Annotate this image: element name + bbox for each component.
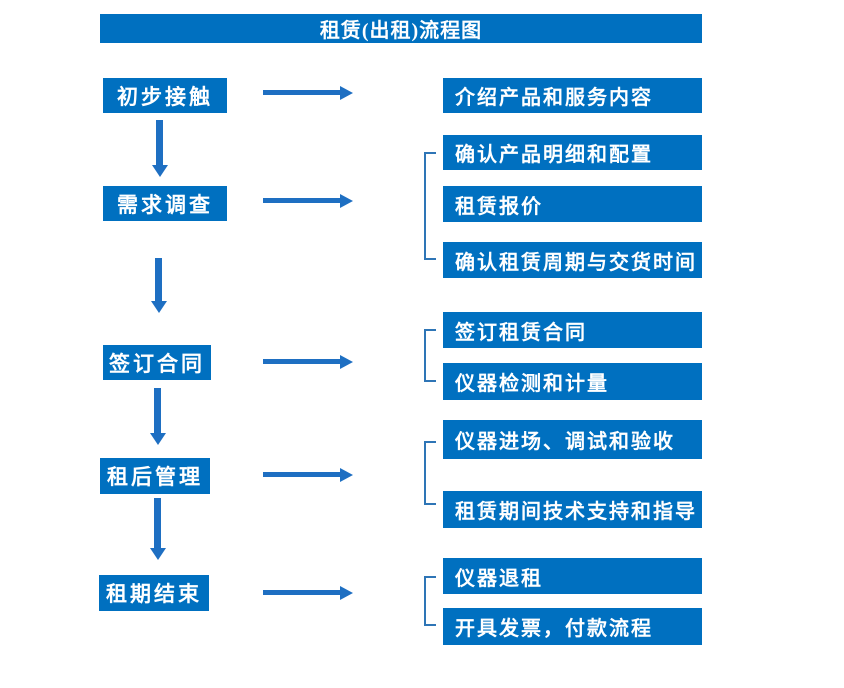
stage-label: 需求调查 bbox=[117, 192, 213, 217]
detail-box-confirm-product-details: 确认产品明细和配置 bbox=[443, 135, 702, 170]
stage-box-contract-signing: 签订合同 bbox=[103, 345, 211, 380]
arrow-stem bbox=[263, 198, 340, 203]
detail-label: 确认租赁周期与交货时间 bbox=[455, 251, 697, 274]
arrow-stem bbox=[263, 359, 340, 364]
detail-box-sign-rental-contract: 签订租赁合同 bbox=[443, 312, 702, 348]
arrow-head bbox=[340, 355, 353, 369]
arrow-head bbox=[150, 433, 166, 445]
arrow-stem bbox=[154, 388, 161, 433]
right-arrow-4 bbox=[263, 468, 353, 482]
group-bracket-post-rental bbox=[424, 441, 436, 505]
stage-label: 租后管理 bbox=[107, 465, 203, 489]
right-arrow-2 bbox=[263, 194, 353, 208]
detail-label: 租赁报价 bbox=[455, 195, 543, 218]
right-arrow-3 bbox=[263, 355, 353, 369]
detail-label: 仪器检测和计量 bbox=[455, 373, 609, 395]
stage-box-lease-end: 租期结束 bbox=[99, 575, 209, 611]
arrow-head bbox=[340, 586, 353, 600]
arrow-stem bbox=[263, 90, 340, 95]
detail-box-instrument-return: 仪器退租 bbox=[443, 558, 702, 594]
detail-box-instrument-arrival-acceptance: 仪器进场、调试和验收 bbox=[443, 420, 702, 459]
stage-box-demand-survey: 需求调查 bbox=[103, 186, 227, 221]
detail-box-intro-products-services: 介绍产品和服务内容 bbox=[443, 78, 702, 113]
stage-label: 租期结束 bbox=[106, 582, 202, 606]
group-bracket-contract-signing bbox=[424, 329, 436, 382]
detail-label: 介绍产品和服务内容 bbox=[455, 87, 653, 109]
detail-label: 仪器进场、调试和验收 bbox=[455, 431, 675, 453]
arrow-stem bbox=[156, 120, 163, 165]
arrow-stem bbox=[155, 258, 162, 301]
group-bracket-demand-survey bbox=[424, 152, 436, 260]
detail-box-invoice-payment: 开具发票，付款流程 bbox=[443, 608, 702, 645]
chart-title-banner: 租赁(出租)流程图 bbox=[100, 14, 702, 43]
detail-label: 确认产品明细和配置 bbox=[455, 144, 653, 166]
stage-box-initial-contact: 初步接触 bbox=[103, 78, 227, 113]
detail-box-rental-quote: 租赁报价 bbox=[443, 186, 702, 222]
arrow-head bbox=[152, 165, 168, 177]
arrow-stem bbox=[263, 590, 340, 595]
detail-box-instrument-inspection: 仪器检测和计量 bbox=[443, 363, 702, 400]
detail-label: 签订租赁合同 bbox=[455, 321, 587, 344]
chart-title: 租赁(出租)流程图 bbox=[319, 20, 483, 42]
right-arrow-1 bbox=[263, 86, 353, 100]
right-arrow-5 bbox=[263, 586, 353, 600]
stage-label: 签订合同 bbox=[109, 351, 205, 376]
detail-label: 租赁期间技术支持和指导 bbox=[455, 501, 697, 523]
arrow-head bbox=[150, 548, 166, 560]
arrow-head bbox=[340, 86, 353, 100]
detail-box-rental-tech-support: 租赁期间技术支持和指导 bbox=[443, 491, 702, 528]
arrow-head bbox=[340, 194, 353, 208]
arrow-stem bbox=[154, 498, 161, 548]
stage-label: 初步接触 bbox=[117, 84, 213, 109]
group-bracket-lease-end bbox=[424, 576, 436, 626]
detail-box-confirm-rental-period: 确认租赁周期与交货时间 bbox=[443, 242, 702, 278]
detail-label: 仪器退租 bbox=[455, 567, 543, 590]
detail-label: 开具发票，付款流程 bbox=[455, 618, 653, 640]
arrow-head bbox=[340, 468, 353, 482]
arrow-stem bbox=[263, 472, 340, 477]
stage-box-post-rental-management: 租后管理 bbox=[100, 458, 210, 494]
arrow-head bbox=[151, 301, 167, 313]
